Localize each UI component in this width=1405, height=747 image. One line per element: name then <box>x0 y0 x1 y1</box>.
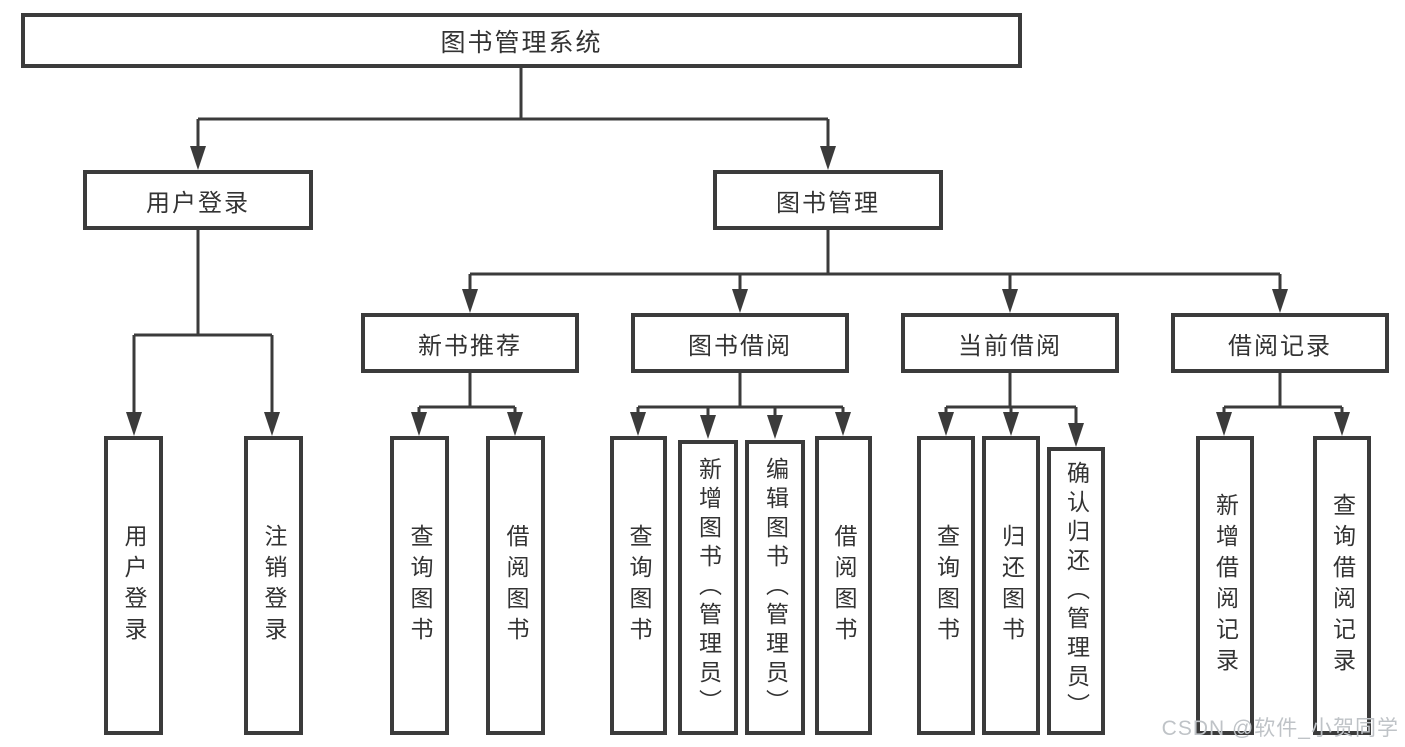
node-current-borrow: 当前借阅 <box>901 313 1119 373</box>
node-label: 借阅记录 <box>1228 332 1332 360</box>
node-book-management: 图书管理 <box>713 170 943 230</box>
leaf-bb-add-books-admin: 新增图书（管理员） <box>678 440 738 735</box>
leaf-bb-edit-books-admin: 编辑图书（管理员） <box>745 440 805 735</box>
leaf-bb-borrow-books: 借阅图书 <box>815 436 872 735</box>
node-root: 图书管理系统 <box>21 13 1022 68</box>
node-label: 当前借阅 <box>958 332 1062 360</box>
node-label: 查询图书 <box>626 523 652 648</box>
leaf-cb-query-books: 查询图书 <box>917 436 975 735</box>
node-borrow-records: 借阅记录 <box>1171 313 1389 373</box>
node-user-login-group: 用户登录 <box>83 170 313 230</box>
node-label: 图书管理系统 <box>440 28 603 57</box>
leaf-bb-query-books: 查询图书 <box>610 436 667 735</box>
leaf-nbr-borrow-books: 借阅图书 <box>486 436 545 735</box>
node-label: 新书推荐 <box>418 332 522 360</box>
leaf-cb-return-books: 归还图书 <box>982 436 1040 735</box>
node-label: 用户登录 <box>146 189 250 217</box>
leaf-cb-confirm-return-admin: 确认归还（管理员） <box>1047 447 1105 735</box>
leaf-nbr-query-books: 查询图书 <box>390 436 449 735</box>
node-label: 查询借阅记录 <box>1329 492 1356 679</box>
node-label: 用户登录 <box>121 523 147 648</box>
leaf-logout: 注销登录 <box>244 436 303 735</box>
node-label: 查询图书 <box>933 523 960 648</box>
node-book-borrow: 图书借阅 <box>631 313 849 373</box>
leaf-user-login: 用户登录 <box>104 436 163 735</box>
node-label: 编辑图书（管理员） <box>762 457 789 718</box>
watermark: CSDN @软件_小贺同学 <box>1161 717 1399 740</box>
node-label: 图书借阅 <box>688 332 792 360</box>
leaf-br-query-record: 查询借阅记录 <box>1313 436 1371 735</box>
node-label: 归还图书 <box>998 523 1025 648</box>
node-label: 借阅图书 <box>831 523 857 648</box>
node-new-book-recommend: 新书推荐 <box>361 313 579 373</box>
node-label: 确认归还（管理员） <box>1063 460 1090 722</box>
leaf-br-add-record: 新增借阅记录 <box>1196 436 1254 735</box>
node-label: 借阅图书 <box>503 523 529 648</box>
node-label: 新增图书（管理员） <box>695 457 722 718</box>
node-label: 查询图书 <box>407 523 433 648</box>
node-label: 注销登录 <box>261 523 287 648</box>
node-label: 图书管理 <box>776 189 880 217</box>
node-label: 新增借阅记录 <box>1212 492 1239 679</box>
